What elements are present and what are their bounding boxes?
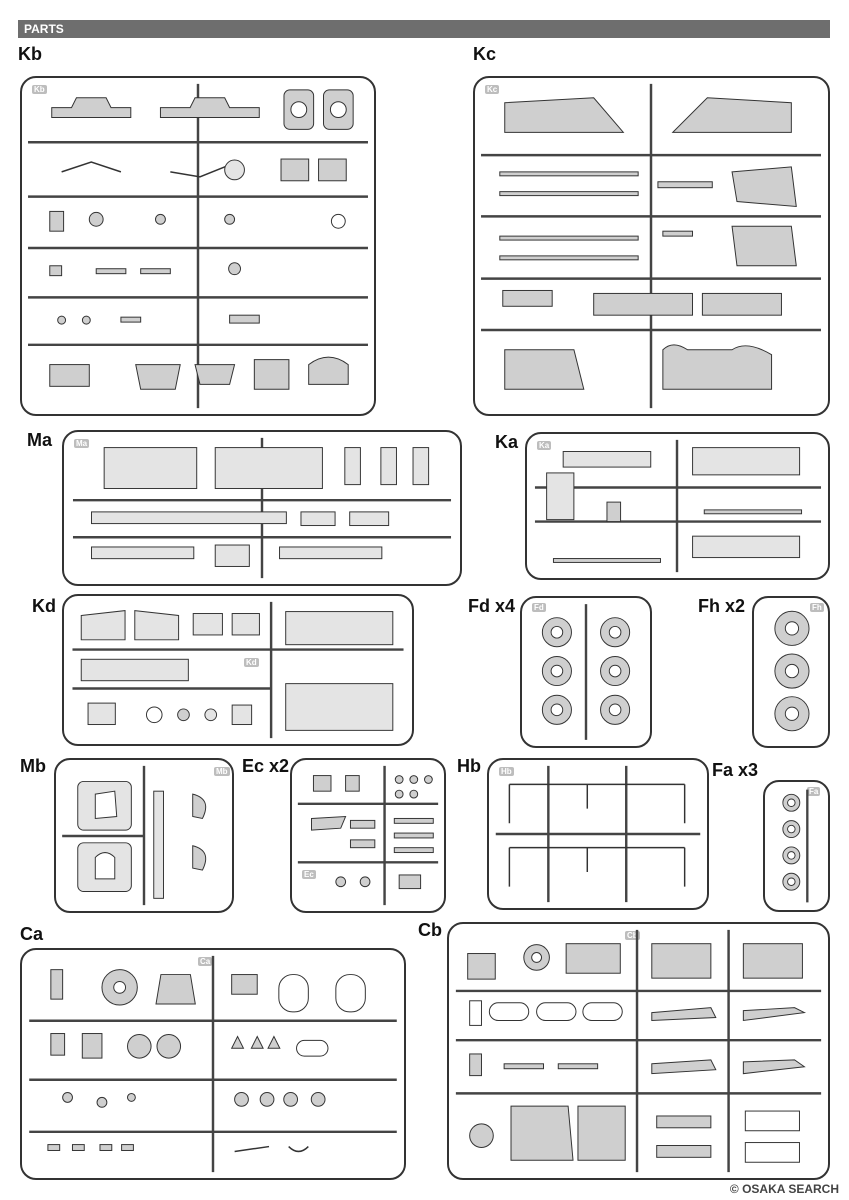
sprue-tag-cb: Cb <box>625 931 640 940</box>
sprue-kb: Kb <box>20 76 376 416</box>
sprue-tag-kb: Kb <box>32 85 47 94</box>
sprue-label-cb: Cb <box>418 920 442 940</box>
sprue-tag-kc: Kc <box>485 85 500 94</box>
sprue-cb-drawing <box>455 929 822 1173</box>
sprue-ka: Ka <box>525 432 830 580</box>
sprue-tag-fd: Fd <box>532 603 546 612</box>
sprue-mb: Mb <box>54 758 234 913</box>
sprue-kd-drawing <box>72 601 404 739</box>
sprue-fa-drawing <box>782 789 809 903</box>
sprue-label-hb: Hb <box>457 756 481 776</box>
sprue-label-kb: Kb <box>18 44 42 64</box>
sprue-label-mb: Mb <box>20 756 46 776</box>
sprue-fh-drawing <box>774 610 810 732</box>
watermark: © OSAKA SEARCH <box>730 1182 839 1196</box>
sprue-label-ka: Ka <box>495 432 519 452</box>
sprue-tag-fa: Fa <box>807 787 821 796</box>
sprue-kc: Kc <box>473 76 830 416</box>
sprue-label-kc: Kc <box>473 44 497 64</box>
sprue-label-fh: Fh x2 <box>698 596 746 616</box>
sprue-kc-drawing <box>481 83 821 409</box>
sprue-tag-hb: Hb <box>499 767 514 776</box>
sprue-label-ca: Ca <box>20 924 44 944</box>
sprue-ca-drawing <box>29 955 397 1173</box>
sprue-fh: Fh <box>752 596 830 748</box>
sprue-hb: Hb <box>487 758 709 910</box>
sprue-ka-drawing <box>534 439 822 573</box>
sprue-label-fd: Fd x4 <box>468 596 516 616</box>
sprue-kb-drawing <box>28 83 368 409</box>
sprue-tag-kd: Kd <box>244 658 259 667</box>
sprue-fd-drawing <box>541 604 631 740</box>
sprue-fd: Fd <box>520 596 652 748</box>
sprue-label-ec: Ec x2 <box>242 756 290 776</box>
sprue-tag-fh: Fh <box>810 603 824 612</box>
sprue-label-kd: Kd <box>32 596 56 616</box>
sprue-label-fa: Fa x3 <box>712 760 759 780</box>
watermark-text: OSAKA SEARCH <box>742 1182 839 1196</box>
sprue-ma: Ma <box>62 430 462 586</box>
sprue-tag-ec: Ec <box>302 870 316 879</box>
sprue-tag-ka: Ka <box>537 441 552 450</box>
sprue-hb-drawing <box>495 765 701 903</box>
sprue-tag-ma: Ma <box>74 439 90 448</box>
sprue-ca: Ca <box>20 948 406 1180</box>
sprue-cb: Cb <box>447 922 830 1180</box>
watermark-symbol: © <box>729 1182 739 1196</box>
sprue-ec-drawing <box>297 765 439 906</box>
sprue-mb-drawing <box>62 765 207 906</box>
sprue-kd: Kd <box>62 594 414 746</box>
section-header: PARTS <box>18 20 830 38</box>
sprue-ec: Ec <box>290 758 446 913</box>
sprue-fa: Fa <box>763 780 830 912</box>
sprue-ma-drawing <box>72 437 452 579</box>
section-title: PARTS <box>24 22 64 36</box>
sprue-tag-ca: Ca <box>198 957 213 966</box>
sprue-tag-mb: Mb <box>214 767 230 776</box>
sprue-label-ma: Ma <box>27 430 53 450</box>
